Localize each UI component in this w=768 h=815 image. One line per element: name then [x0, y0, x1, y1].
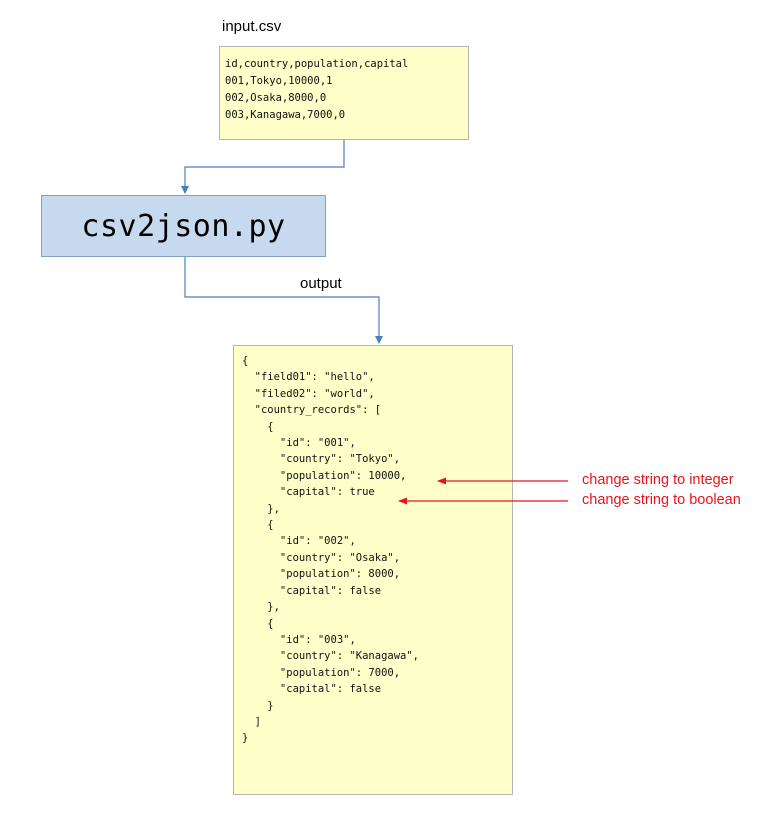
process-to-output-arrow	[184, 257, 383, 344]
json-line: },	[242, 502, 280, 515]
boolean-annotation-text: change string to boolean	[582, 492, 741, 508]
json-line: "id": "001",	[242, 437, 356, 450]
json-line: "id": "002",	[242, 535, 356, 548]
json-line: {	[242, 519, 274, 532]
input-to-process-arrow	[181, 140, 345, 194]
json-line: "country_records": [	[242, 404, 382, 417]
json-output-box: { "field01": "hello", "filed02": "world"…	[233, 345, 513, 795]
csv-line: 002,Osaka,8000,0	[225, 92, 327, 104]
json-line: "population": 7000,	[242, 666, 401, 679]
json-line: {	[242, 420, 274, 433]
json-line: "capital": true	[242, 486, 375, 499]
csv-content: id,country,population,capital 001,Tokyo,…	[225, 56, 408, 124]
json-line: "filed02": "world",	[242, 387, 375, 400]
json-line: "capital": false	[242, 683, 382, 696]
json-line: },	[242, 601, 280, 614]
process-label: csv2json.py	[81, 208, 286, 244]
json-line: {	[242, 355, 249, 367]
json-content: { "field01": "hello", "filed02": "world"…	[242, 353, 419, 747]
json-line: "population": 8000,	[242, 568, 401, 581]
integer-annotation-text: change string to integer	[582, 472, 734, 488]
json-line: "country": "Kanagawa",	[242, 650, 420, 663]
json-line: "id": "003",	[242, 633, 356, 646]
csv-line: 001,Tokyo,10000,1	[225, 75, 333, 87]
json-line: ]	[242, 715, 261, 728]
csv-line: 003,Kanagawa,7000,0	[225, 109, 346, 121]
json-line: "country": "Tokyo",	[242, 453, 401, 466]
json-line: {	[242, 617, 274, 630]
json-line: "population": 10000,	[242, 469, 407, 482]
json-line: }	[242, 699, 274, 712]
json-line: "field01": "hello",	[242, 371, 375, 384]
input-file-label: input.csv	[222, 18, 282, 35]
json-line: }	[242, 732, 249, 745]
json-line: "capital": false	[242, 584, 382, 597]
csv-line: id,country,population,capital	[225, 58, 409, 70]
input-csv-box: id,country,population,capital 001,Tokyo,…	[219, 46, 469, 140]
csv2json-process-box: csv2json.py	[41, 195, 326, 257]
json-line: "country": "Osaka",	[242, 551, 401, 564]
output-label: output	[300, 275, 342, 292]
